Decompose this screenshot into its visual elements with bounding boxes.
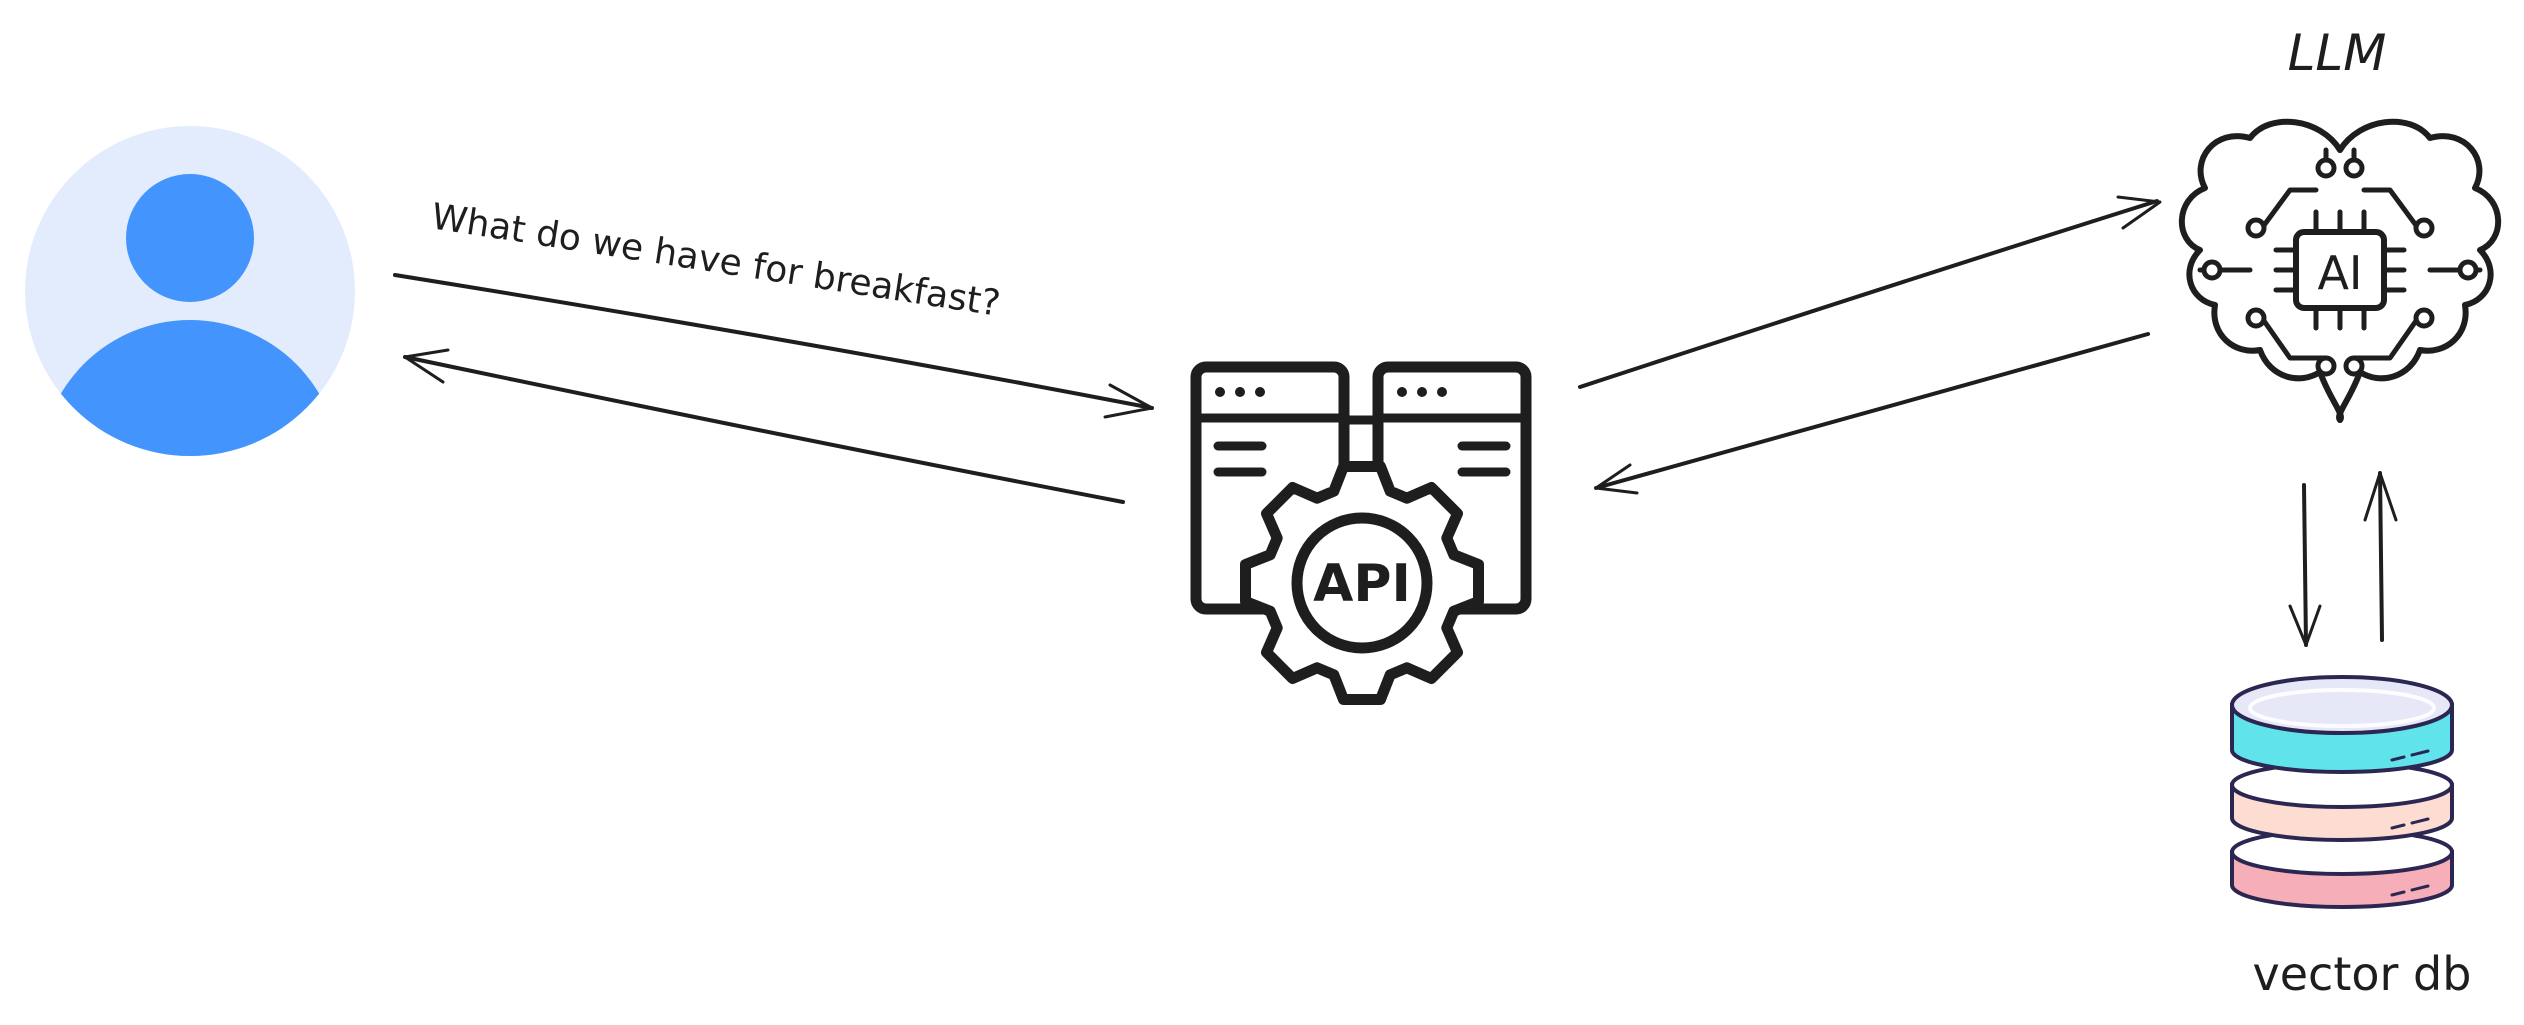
ai-badge-text: AI [2317, 246, 2362, 300]
arrow-api-to-llm [1578, 199, 2159, 389]
db-layer-2 [2230, 761, 2454, 842]
arrow-api-to-user [403, 355, 1125, 504]
edge-llm-to-db [2288, 483, 2322, 647]
arrow-user-to-api [393, 273, 1154, 410]
edge-user-to-api: What do we have for breakfast? [393, 196, 1154, 419]
edge-api-to-user [403, 348, 1125, 504]
avatar-shoulders [40, 320, 340, 456]
db-layer-1 [2230, 675, 2454, 774]
llm-label: LLM [2288, 24, 2387, 82]
edge-db-to-llm [2363, 471, 2398, 642]
db-layer-3 [2230, 828, 2454, 909]
database-stack-icon [2230, 675, 2454, 909]
edge-api-to-llm [1578, 195, 2162, 389]
llm-node: LLM AI [2178, 24, 2502, 423]
api-badge-text: API [1313, 554, 1411, 614]
api-gear-servers-icon: API [1190, 361, 1532, 705]
arrow-llm-to-db [2302, 483, 2308, 647]
user-avatar-icon [25, 126, 355, 456]
edge-llm-to-api [1594, 332, 2150, 495]
edge-label-user-to-api: What do we have for breakfast? [429, 196, 1003, 324]
arrow-db-to-llm [2378, 471, 2384, 642]
ai-brain-chip-icon: AI [2178, 118, 2502, 423]
avatar-head [126, 174, 254, 302]
arrow-llm-to-api [1594, 332, 2150, 490]
gear-icon: API [1240, 461, 1484, 705]
vector-db-node: vector db [2230, 675, 2472, 1001]
vector-db-label: vector db [2253, 947, 2472, 1001]
